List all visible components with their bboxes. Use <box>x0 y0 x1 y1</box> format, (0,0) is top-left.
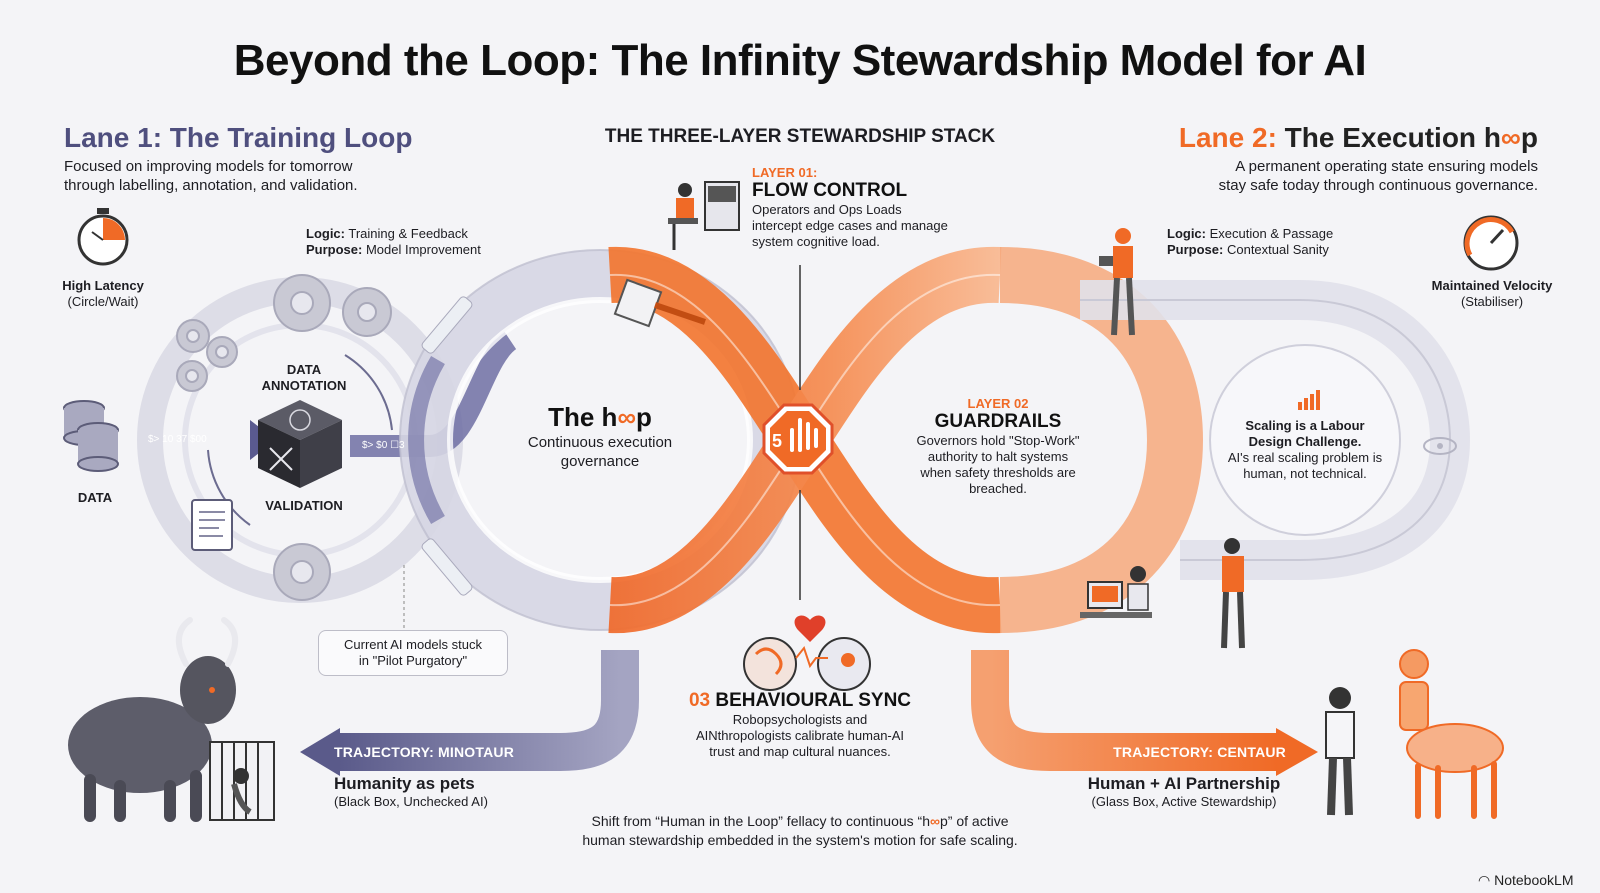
lane2-logic: Logic: Execution & Passage Purpose: Cont… <box>1167 226 1334 257</box>
minotaur-caption: Humanity as pets (Black Box, Unchecked A… <box>334 774 488 809</box>
annotation-arrow <box>344 354 393 431</box>
layer3-block: 03 BEHAVIOURAL SYNC Robopsychologists an… <box>688 690 912 759</box>
pilot-purgatory-note: Current AI models stuck in "Pilot Purgat… <box>318 630 508 676</box>
infinity-glyph-icon: ∞ <box>617 402 636 432</box>
operator-desk-icon <box>668 181 740 250</box>
lane2-description: A permanent operating state ensuring mod… <box>1218 158 1538 194</box>
pipe-text-2: $> $0 ☐3 <box>362 440 405 451</box>
lane1-logic: Logic: Training & Feedback Purpose: Mode… <box>306 226 481 257</box>
eye-icon <box>1423 437 1457 455</box>
lane1-title: Lane 1: The Training Loop <box>64 122 413 153</box>
brand-logo: ◠ NotebookLM <box>1478 872 1574 888</box>
gear-icon <box>176 274 392 601</box>
layer2-block: LAYER 02 GUARDRAILS Governors hold "Stop… <box>916 396 1080 496</box>
minotaur-bull-icon <box>68 617 238 822</box>
stopwatch-icon <box>77 208 129 266</box>
centaur-caption: Human + AI Partnership (Glass Box, Activ… <box>1087 774 1281 809</box>
data-cube-icon <box>258 400 342 488</box>
lane1-description: Focused on improving models for tomorrow… <box>64 158 358 194</box>
document-icon <box>191 499 233 551</box>
centaur-trajectory-label: TRAJECTORY: CENTAUR <box>1113 744 1286 760</box>
human-figure-icon <box>1325 687 1355 816</box>
chart-up-icon <box>1298 390 1320 410</box>
data-annotation-label: DATA ANNOTATION <box>261 362 347 393</box>
validation-arrow <box>207 449 251 526</box>
glass-loop <box>1080 280 1471 580</box>
minotaur-arrow <box>300 728 340 776</box>
centaur-arrow <box>1276 728 1318 776</box>
cage-icon <box>209 741 275 821</box>
stack-heading: THE THREE-LAYER STEWARDSHIP STACK <box>604 126 996 147</box>
pipe-text: $> 10 37 $00 <box>148 434 207 445</box>
infinity-glyph-icon: ∞ <box>1500 122 1521 153</box>
lane2-title: Lane 2: The Execution h∞p <box>1178 122 1538 153</box>
high-latency-label: High Latency (Circle/Wait) <box>62 278 144 309</box>
notebook-icon: ◠ <box>1478 872 1491 888</box>
footer-statement: Shift from “Human in the Loop” fellacy t… <box>582 813 1018 848</box>
minotaur-trajectory-pipe <box>338 650 639 771</box>
infinity-glyph-icon: ∞ <box>930 813 940 829</box>
minotaur-trajectory-label: TRAJECTORY: MINOTAUR <box>334 744 515 760</box>
hoop-center-label: The h∞p Continuous execution governance <box>527 402 673 470</box>
centaur-trajectory-pipe <box>971 650 1278 771</box>
stop-sign-icon <box>762 403 834 475</box>
scaling-challenge-text: Scaling is a Labour Design Challenge. AI… <box>1227 418 1383 481</box>
maintained-velocity-label: Maintained Velocity (Stabiliser) <box>1431 278 1553 309</box>
validation-label: VALIDATION <box>265 498 343 513</box>
brain-robot-icon <box>743 615 871 691</box>
data-label: DATA <box>77 490 113 505</box>
inspector-icon <box>1099 228 1135 336</box>
database-icon <box>63 400 119 472</box>
speedometer-icon <box>1463 215 1519 271</box>
layer1-block: LAYER 01: FLOW CONTROL Operators and Ops… <box>752 165 948 249</box>
centaur-robot-icon <box>1399 649 1504 819</box>
workers-desk-icon <box>1080 538 1245 649</box>
stop-number: 5 <box>772 431 783 451</box>
page-title: Beyond the Loop: The Infinity Stewardshi… <box>233 36 1367 85</box>
